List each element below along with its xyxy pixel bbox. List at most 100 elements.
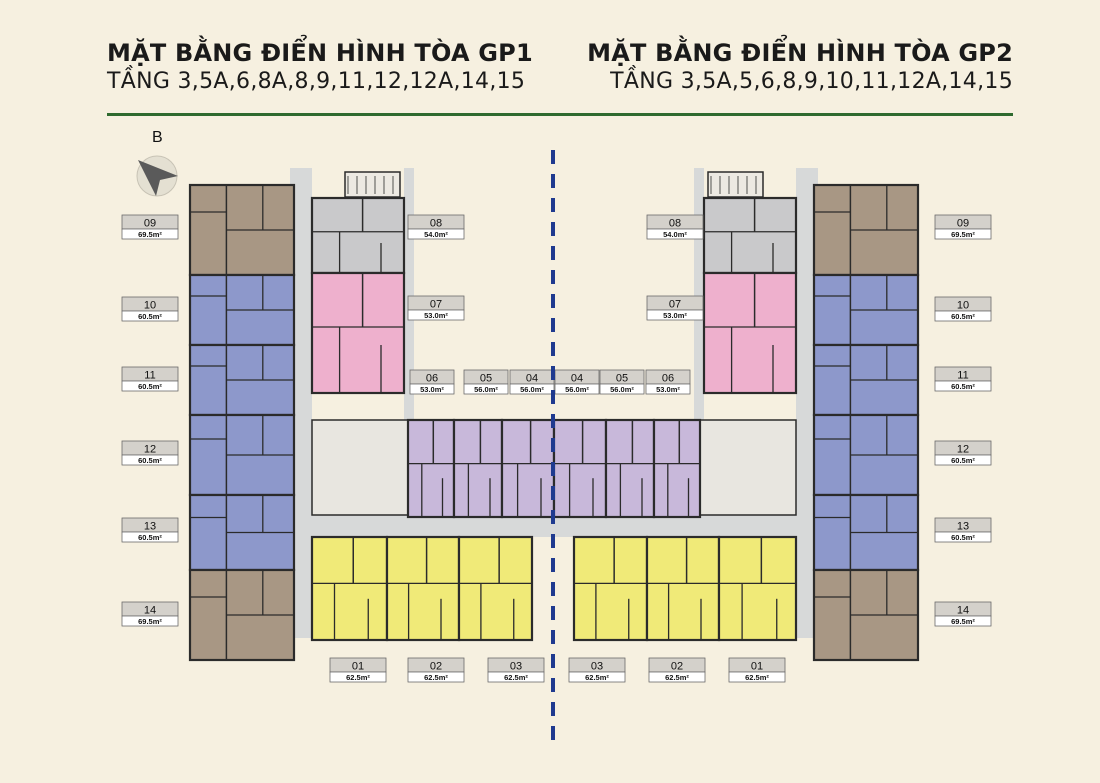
gp1-label-11-area: 60.5m² [138,382,162,391]
gp2-label-07-area: 53.0m² [663,311,687,320]
gp2-corridor-vertical-left [694,168,704,420]
gp2-label-11-area-box [934,380,992,392]
gp1-label-03-area-box [487,671,545,683]
gp1-unit-07 [310,271,406,395]
gp2-unit-05 [604,418,656,519]
gp2-label-14-area: 69.5m² [951,617,975,626]
gp1-title-block: MẶT BẰNG ĐIỂN HÌNH TÒA GP1 TẦNG 3,5A,6,8… [107,38,533,96]
gp1-label-01-number: 01 [352,661,364,673]
gp2-corridor-horizontal [553,515,806,537]
gp2-label-09-area: 69.5m² [951,230,975,239]
gp1-label-06-area: 53.0m² [420,385,444,394]
gp1-label-01-area: 62.5m² [346,673,370,682]
gp1-label-11-number: 11 [144,370,155,382]
gp2-label-10-number: 10 [957,300,969,312]
gp2-label-04-area: 56.0m² [565,385,589,394]
gp1-label-05-number: 05 [480,373,492,385]
gp2-title: MẶT BẰNG ĐIỂN HÌNH TÒA GP2 [587,39,1013,67]
gp1-label-02-area-box [407,671,465,683]
gp2-label-08-area-box [646,228,704,240]
gp2-label-02-area-box [648,671,706,683]
gp1-label-12-area-box [121,454,179,466]
gp1-label-09-number: 09 [144,218,156,230]
gp2-label-09-area-box [934,228,992,240]
gp2-unit-06 [652,418,702,519]
gp2-label-03-area: 62.5m² [585,673,609,682]
gp2-unit-01 [717,535,798,642]
compass: B [136,129,178,197]
gp2-label-07-area-box [646,309,704,321]
gp1-label-09-area: 69.5m² [138,230,162,239]
gp1-label-07-area: 53.0m² [424,311,448,320]
header-rule [107,113,1013,116]
gp1-label-13-number: 13 [144,521,156,533]
gp2-unit-02 [645,535,721,642]
gp1-label-14-area-box [121,615,179,627]
gp2-label-08-number: 08 [669,218,681,230]
gp1-label-08-area-box [407,228,465,240]
gp1-unit-06 [406,418,456,519]
gp2-unit-07 [702,271,798,395]
gp1-corridor-horizontal [300,515,553,537]
gp1-label-04-area-box [509,383,555,395]
gp2-label-14-area-box [934,615,992,627]
gp1-label-09-area-box [121,228,179,240]
gp1-label-03-number: 03 [510,661,522,673]
gp1-label-14-area: 69.5m² [138,617,162,626]
gp2-label-14-number: 14 [957,605,969,617]
gp1-label-05-area: 56.0m² [474,385,498,394]
gp2-stair-top [707,171,764,198]
gp2-unit-08 [702,196,798,275]
gp2-label-11-area: 60.5m² [951,382,975,391]
gp2-label-05-area-box [599,383,645,395]
gp1-label-12-area: 60.5m² [138,456,162,465]
gp2-label-10-area-box [934,310,992,322]
gp1-label-03-area: 62.5m² [504,673,528,682]
gp2-label-06-area-box [645,383,691,395]
gp1-label-08-number: 08 [430,218,442,230]
gp1-label-11-area-box [121,380,179,392]
gp1-label-04-area: 56.0m² [520,385,544,394]
gp2-label-05-area: 56.0m² [610,385,634,394]
gp1-label-07-number: 07 [430,299,442,311]
gp1-title: MẶT BẰNG ĐIỂN HÌNH TÒA GP1 [107,39,533,67]
gp2-title-block: MẶT BẰNG ĐIỂN HÌNH TÒA GP2 TẦNG 3,5A,5,6… [587,38,1013,96]
compass-arrow-icon [138,160,178,196]
gp2-label-04-number: 04 [571,373,583,385]
gp1-stair-top [344,171,401,198]
gp1-label-10-number: 10 [144,300,156,312]
gp2-core [699,419,797,516]
gp1-label-13-area-box [121,531,179,543]
gp1-label-13-area: 60.5m² [138,533,162,542]
gp2-label-09-number: 09 [957,218,969,230]
gp2-label-01-area-box [728,671,786,683]
gp1-label-04-number: 04 [526,373,538,385]
gp2-label-13-number: 13 [957,521,969,533]
gp1-floors: TẦNG 3,5A,6,8A,8,9,11,12,12A,14,15 [107,69,526,94]
gp2-unit-03 [572,535,649,642]
gp2-label-13-area: 60.5m² [951,533,975,542]
gp2-label-12-number: 12 [957,444,969,456]
gp2-label-01-area: 62.5m² [745,673,769,682]
